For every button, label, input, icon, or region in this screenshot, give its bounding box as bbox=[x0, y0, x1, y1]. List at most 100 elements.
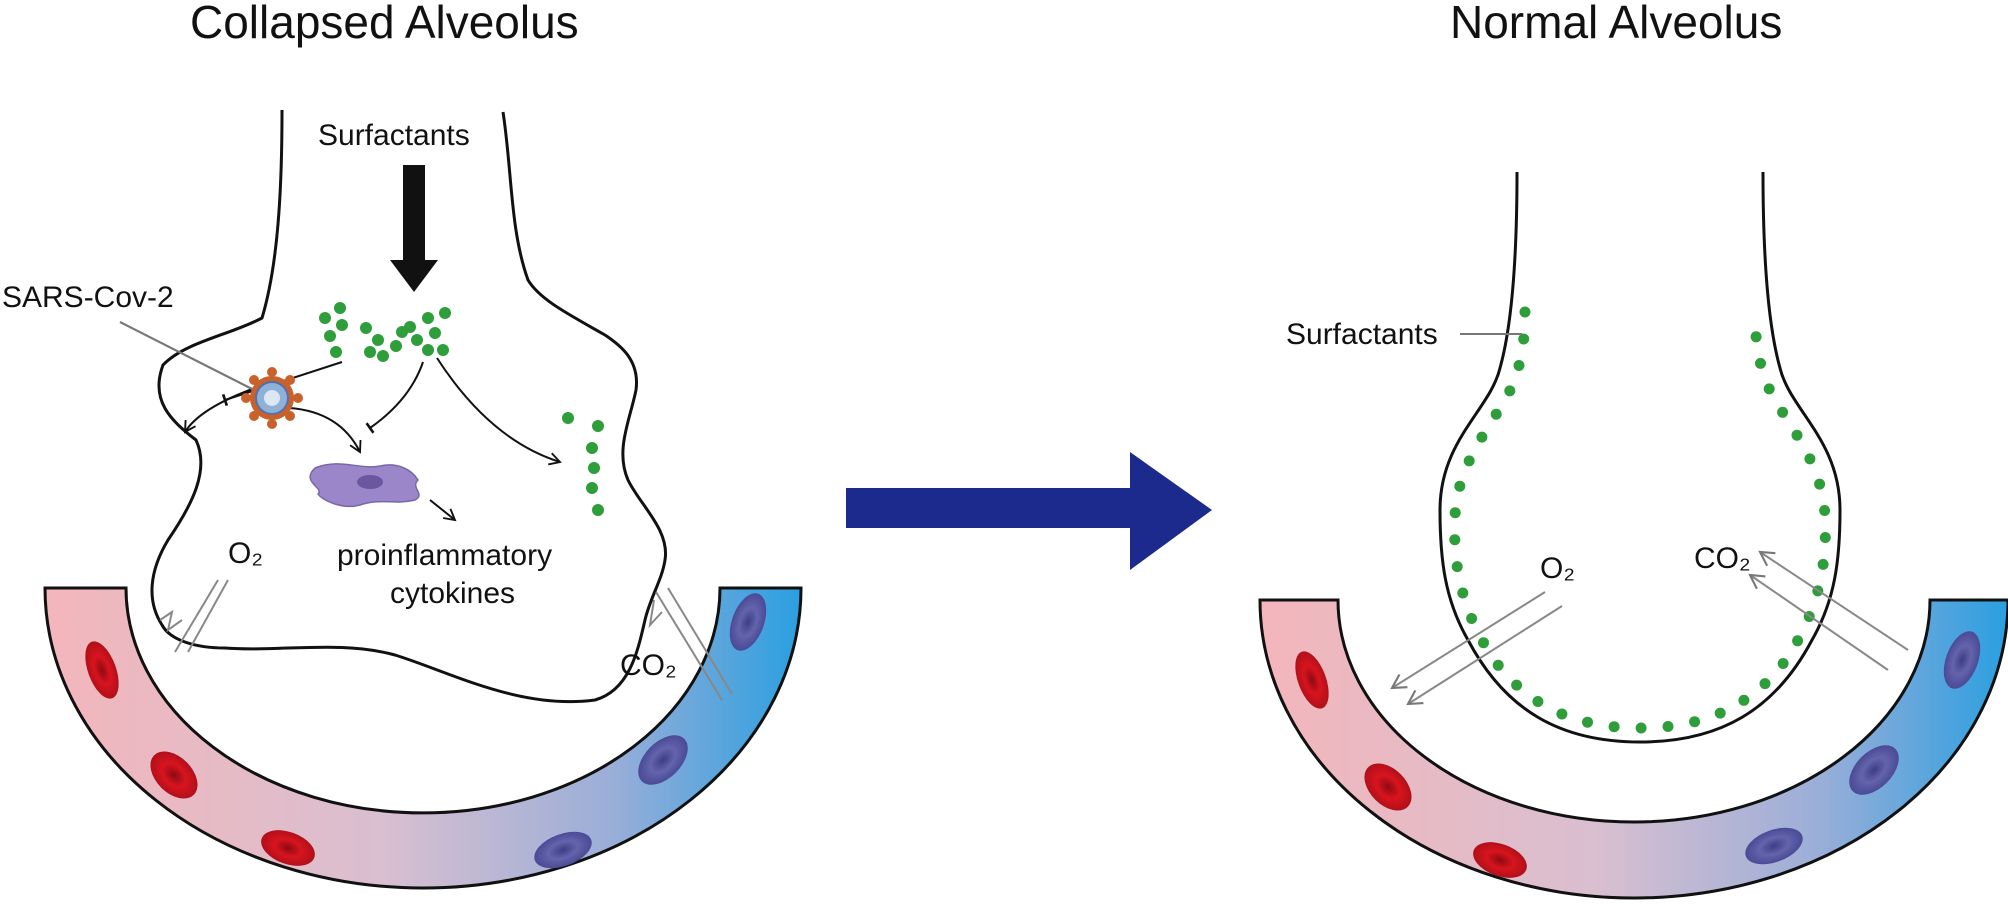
cytokine-release-arrow bbox=[429, 499, 457, 522]
surfactant-dot bbox=[1449, 534, 1461, 546]
surfactant-dot bbox=[439, 307, 451, 319]
left-red-blood-cells bbox=[85, 641, 315, 866]
surfactant-dot bbox=[1759, 678, 1771, 690]
surfactant-dot bbox=[324, 330, 336, 342]
left-o2-label: O₂ bbox=[228, 537, 263, 570]
right-red-blood-cells bbox=[1295, 651, 1527, 878]
surfactant-dot bbox=[1777, 658, 1789, 669]
surfactant-dot bbox=[330, 346, 342, 358]
red-blood-cell bbox=[150, 751, 198, 799]
surfactant-dot bbox=[1504, 385, 1516, 397]
sars-cov-2-virus bbox=[241, 367, 303, 429]
surfactant-dot bbox=[411, 334, 423, 346]
inhibit-macrophage-line bbox=[365, 361, 424, 434]
surfactant-dot bbox=[1814, 478, 1826, 490]
surfactant-dot bbox=[429, 327, 441, 339]
right-deoxygenated-cells bbox=[1745, 631, 1981, 865]
left-surfactants-label: Surfactants bbox=[318, 119, 470, 152]
surfactant-lining bbox=[1449, 306, 1831, 734]
red-blood-cell bbox=[85, 641, 119, 699]
right-o2-label: O₂ bbox=[1540, 552, 1575, 585]
deoxygenated-blood-cell bbox=[1849, 745, 1899, 795]
left-panel: Collapsed Alveolus Surfactants bbox=[2, 0, 803, 890]
surfactant-dot bbox=[1689, 716, 1701, 728]
surfactant-dot bbox=[319, 312, 331, 324]
surfactant-dot bbox=[1792, 635, 1804, 647]
surfactant-dot bbox=[1457, 587, 1469, 599]
surfactant-dot bbox=[562, 412, 574, 424]
virus-label: SARS-Cov-2 bbox=[2, 281, 174, 314]
surfactant-dot bbox=[1714, 707, 1726, 719]
right-co2-label: CO₂ bbox=[1694, 542, 1751, 575]
dispersed-surfactant bbox=[562, 412, 604, 516]
normal-alveolus-outline bbox=[1438, 171, 1842, 744]
surfactant-dot bbox=[1738, 694, 1750, 706]
collapsed-alveolus-outline bbox=[150, 109, 668, 704]
surfactant-dot bbox=[1478, 637, 1489, 649]
surfactant-dot bbox=[336, 319, 348, 331]
left-title: Collapsed Alveolus bbox=[190, 0, 579, 48]
surfactant-dot bbox=[1451, 561, 1463, 573]
surfactant-dot bbox=[377, 350, 389, 362]
surfactant-dot bbox=[1582, 716, 1593, 728]
surfactant-dot bbox=[437, 344, 449, 356]
left-co2-impaired-diffusion bbox=[648, 587, 733, 701]
cytokines-label-line2: cytokines bbox=[390, 577, 515, 610]
surfactant-dot bbox=[1635, 722, 1647, 734]
surfactant-dot bbox=[1463, 455, 1475, 467]
right-co2-diffusion bbox=[1748, 550, 1909, 671]
deoxygenated-blood-cell bbox=[1745, 827, 1803, 865]
left-co2-label: CO₂ bbox=[620, 649, 677, 682]
surfactant-dot bbox=[1532, 696, 1544, 707]
surfactant-dot bbox=[1777, 406, 1789, 418]
surfactant-dot bbox=[1476, 431, 1488, 443]
macrophage-cell bbox=[309, 463, 420, 507]
surfactant-dot bbox=[1513, 360, 1525, 371]
surfactant-dot bbox=[1608, 721, 1620, 733]
surfactant-dot bbox=[1755, 357, 1766, 369]
surfactant-dot bbox=[390, 340, 402, 352]
deoxygenated-blood-cell bbox=[1943, 631, 1981, 689]
surfactant-dot bbox=[1454, 480, 1466, 492]
surfactant-dot bbox=[360, 322, 372, 334]
right-surfactants-label: Surfactants bbox=[1286, 318, 1438, 351]
left-blood-vessel bbox=[43, 586, 803, 890]
surfactant-dot bbox=[1519, 306, 1531, 318]
surfactant-dot bbox=[1518, 333, 1530, 345]
right-o2-diffusion bbox=[1390, 591, 1563, 706]
surfactant-dot bbox=[372, 334, 384, 346]
deoxygenated-blood-cell bbox=[534, 831, 592, 869]
surfactant-dot bbox=[396, 326, 408, 338]
surfactant-dot bbox=[588, 462, 600, 474]
surfactant-dispersal-arrow bbox=[436, 357, 562, 466]
surfactant-dot bbox=[592, 504, 604, 516]
surfactant-dot bbox=[422, 312, 434, 324]
surfactant-dot bbox=[1556, 708, 1568, 720]
surfactant-dot bbox=[586, 442, 598, 454]
surfactant-dot bbox=[586, 482, 598, 494]
virus-to-macrophage-arrow bbox=[289, 407, 362, 454]
cytokines-label-line1: proinflammatory bbox=[337, 539, 552, 572]
red-blood-cell bbox=[1364, 763, 1412, 811]
surfactant-dot bbox=[1819, 505, 1831, 516]
right-title: Normal Alveolus bbox=[1450, 0, 1782, 48]
transition-arrow bbox=[846, 452, 1212, 570]
surfactant-dot bbox=[364, 346, 376, 358]
surfactant-dot bbox=[1791, 429, 1803, 441]
surfactant-dot bbox=[1466, 613, 1478, 624]
virus-pointer-line bbox=[119, 321, 259, 393]
deoxygenated-blood-cell bbox=[729, 593, 767, 651]
red-blood-cell bbox=[1473, 842, 1527, 878]
surfactant-dot bbox=[1763, 383, 1775, 395]
left-o2-impaired-diffusion bbox=[159, 579, 229, 653]
deoxygenated-blood-cell bbox=[638, 735, 688, 785]
surfactant-dot bbox=[1819, 532, 1831, 543]
surfactant-dot bbox=[1804, 453, 1816, 465]
surfactant-delivery-arrow bbox=[390, 165, 438, 292]
surfactant-dot bbox=[1492, 659, 1504, 671]
surfactant-dot bbox=[1449, 507, 1461, 519]
right-panel: Normal Alveolus Surfactants O₂ CO₂ bbox=[1258, 0, 2008, 900]
right-blood-vessel bbox=[1258, 598, 2008, 900]
